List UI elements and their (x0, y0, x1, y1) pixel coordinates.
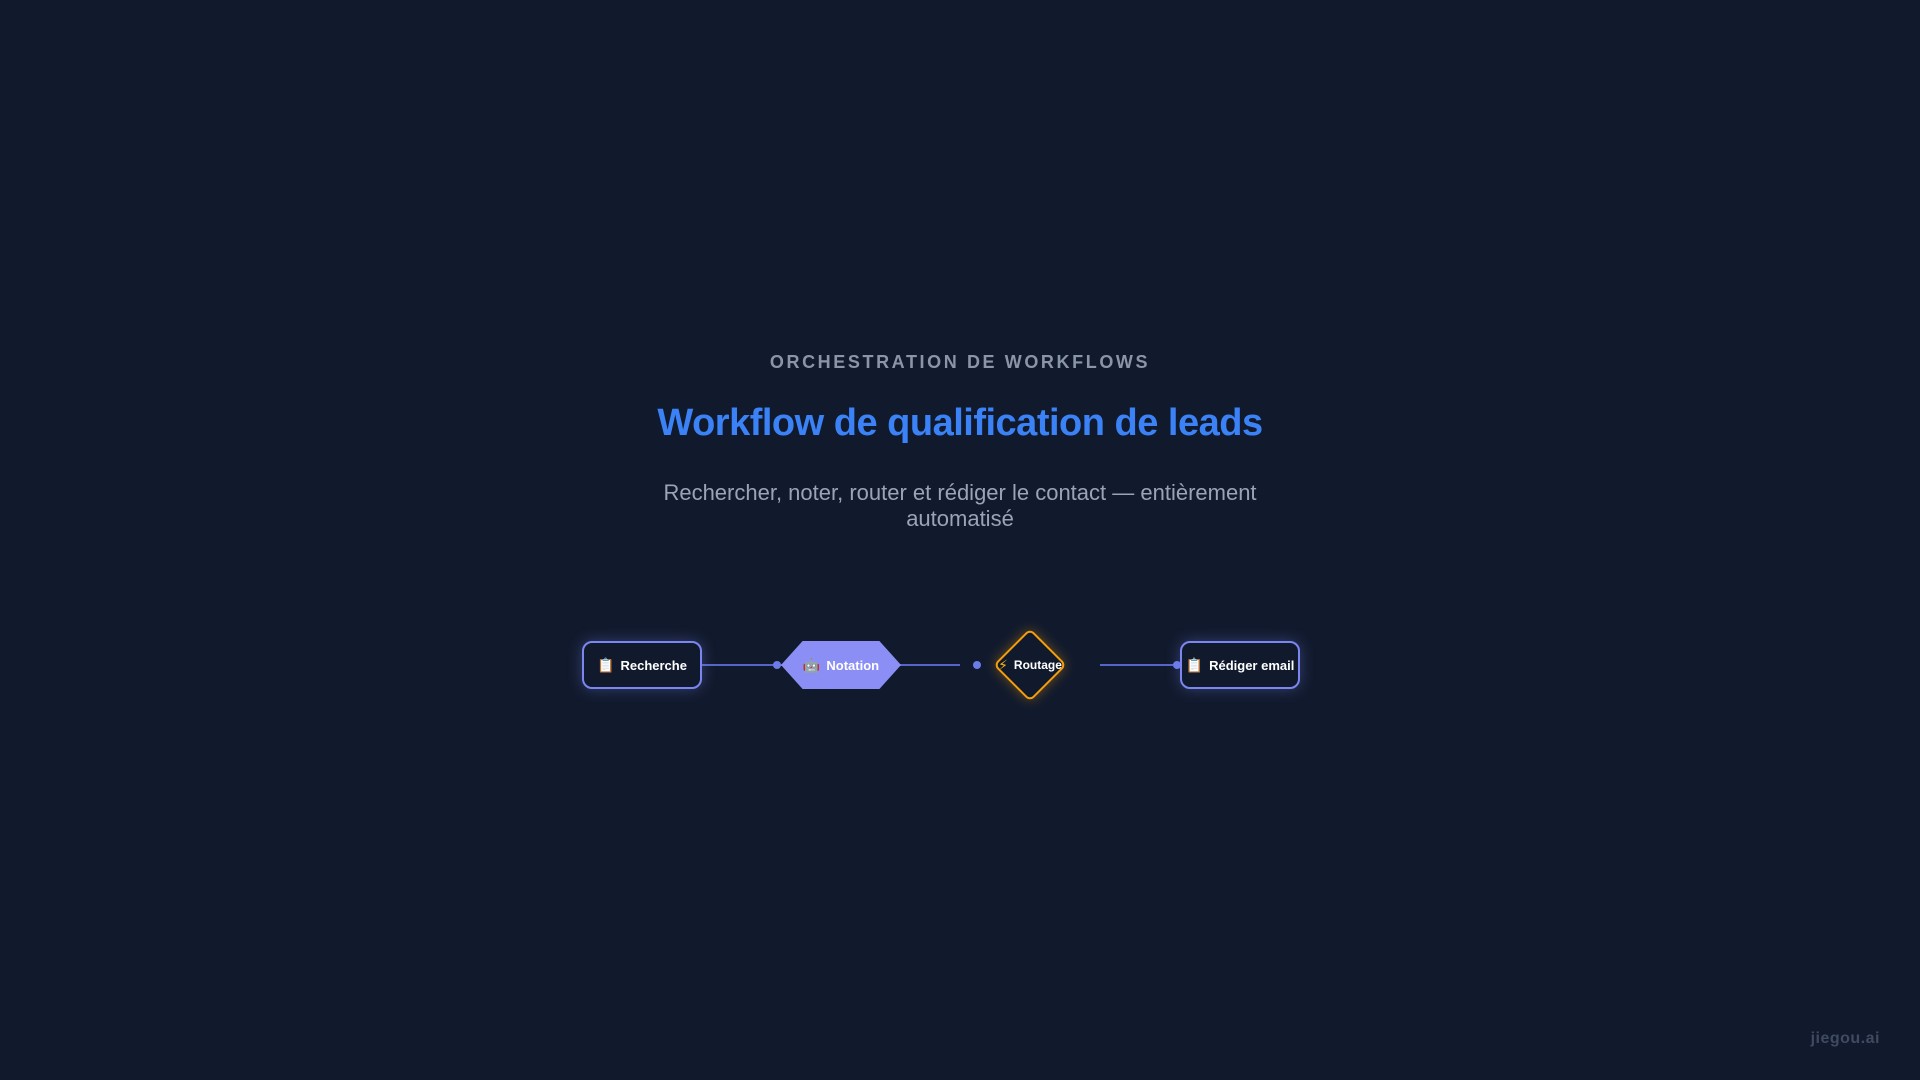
connector-dot (773, 661, 781, 669)
watermark-logo: jiegou.ai (1810, 1030, 1880, 1047)
node-routage[interactable]: ⚡ Routage (980, 641, 1080, 689)
node-label: Routage (1013, 658, 1062, 672)
connector-routage-email (1100, 664, 1180, 666)
node-label: Notation (826, 657, 880, 673)
connector-notation-routage (896, 664, 960, 666)
page-title: Workflow de qualification de leads (657, 402, 1263, 444)
connector-recherche-notation (700, 664, 798, 666)
lightning-icon: ⚡ (998, 656, 1008, 673)
robot-icon: 🤖 (802, 657, 821, 673)
node-notation[interactable]: 🤖 Notation (781, 641, 901, 689)
node-label: Recherche (620, 657, 687, 673)
connector-dot (1173, 661, 1181, 669)
page-subtitle: Rechercher, noter, router et rédiger le … (663, 480, 1257, 531)
eyebrow-label: ORCHESTRATION DE WORKFLOWS (769, 352, 1151, 372)
node-recherche[interactable]: 📋 Recherche (582, 641, 702, 689)
connector-dot (973, 661, 981, 669)
clipboard-icon: 📋 (1185, 657, 1204, 673)
workflow-diagram: 📋 Recherche 🤖 Notation ⚡ Routage 📋 Rédig… (560, 620, 1360, 710)
node-label: Rédiger email (1209, 657, 1295, 673)
clipboard-icon: 📋 (597, 657, 615, 673)
node-rediger-email[interactable]: 📋 Rédiger email (1180, 641, 1300, 689)
